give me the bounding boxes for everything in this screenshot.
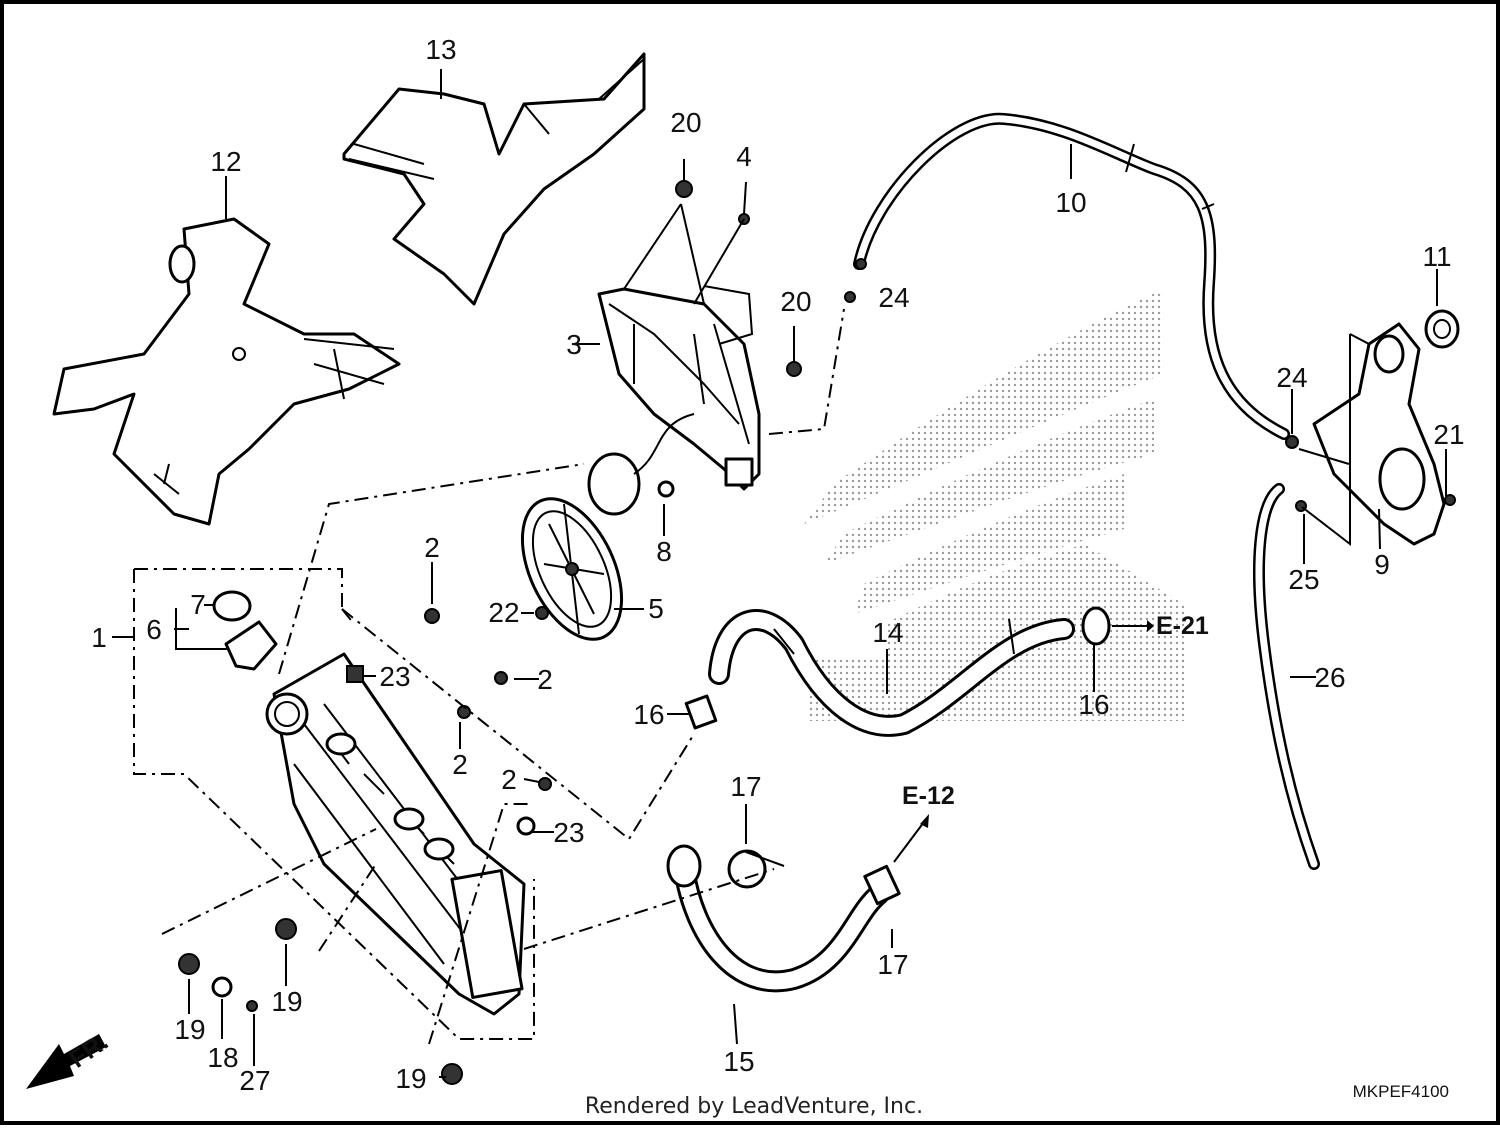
callout-21: 21 (1433, 419, 1464, 450)
leader-lines (112, 69, 1447, 1078)
clamp-17b (863, 864, 901, 906)
fasteners (178, 180, 1456, 1085)
part-1-radiator (265, 652, 526, 1016)
clamps (684, 606, 1111, 906)
diagram-canvas: 13 12 20 4 10 20 24 3 11 24 21 8 9 25 2 … (26, 34, 1465, 1101)
callout-2-lower: 2 (452, 749, 468, 780)
callout-2-top: 2 (424, 532, 440, 563)
callout-25: 25 (1288, 564, 1319, 595)
callout-9: 9 (1374, 549, 1390, 580)
callout-6: 6 (146, 614, 162, 645)
callout-17-right: 17 (877, 949, 908, 980)
callout-18: 18 (207, 1042, 238, 1073)
clamp-16b (1081, 606, 1111, 646)
callout-11: 11 (1422, 241, 1451, 272)
clamp-16a (684, 694, 718, 730)
reference-e12: E-12 (902, 782, 955, 810)
callout-13: 13 (425, 34, 456, 65)
diagram-code: MKPEF4100 (1353, 1082, 1449, 1101)
callout-24-left: 24 (878, 282, 909, 313)
reference-e21: E-21 (1156, 612, 1209, 640)
part-12-shroud (52, 217, 401, 526)
callout-4: 4 (736, 141, 752, 172)
clamp-17a (727, 849, 767, 889)
part-9-reserve-tank (1312, 322, 1446, 546)
callout-2-mid: 2 (537, 664, 553, 695)
part-5-fan (520, 497, 624, 641)
callout-19-mid: 19 (271, 986, 302, 1017)
callout-2-right: 2 (501, 764, 517, 795)
hose-26 (1253, 483, 1320, 870)
callout-23-lower: 23 (553, 817, 584, 848)
callout-16-right: 16 (1078, 689, 1109, 720)
callout-19-bottom: 19 (395, 1063, 426, 1094)
callout-24-right: 24 (1276, 362, 1307, 393)
callout-labels: 13 12 20 4 10 20 24 3 11 24 21 8 9 25 2 … (91, 34, 1464, 1096)
hose-14 (708, 609, 1075, 737)
callout-16-left: 16 (633, 699, 664, 730)
callout-20-lower: 20 (780, 286, 811, 317)
callout-1: 1 (91, 622, 107, 653)
callout-17-top: 17 (730, 771, 761, 802)
callout-10: 10 (1055, 187, 1086, 218)
rendered-by-credit: Rendered by LeadVenture, Inc. (584, 1094, 924, 1119)
callout-19-left: 19 (174, 1014, 205, 1045)
callout-7: 7 (190, 589, 206, 620)
hose-10 (853, 112, 1290, 440)
callout-8: 8 (656, 536, 672, 567)
callout-26: 26 (1314, 662, 1345, 693)
front-arrow-icon (26, 1034, 106, 1089)
part-11-reserve-cap (1424, 309, 1460, 349)
callout-5: 5 (648, 593, 664, 624)
hose-15 (666, 844, 890, 993)
part-6-7-cap (212, 590, 278, 671)
callout-27: 27 (239, 1065, 270, 1096)
callout-14: 14 (872, 617, 903, 648)
callout-22: 22 (488, 597, 519, 628)
part-8-fan-motor (587, 413, 695, 516)
callout-15: 15 (723, 1046, 754, 1077)
front-label: FR. (64, 1028, 113, 1074)
callout-23-upper: 23 (379, 661, 410, 692)
callout-3: 3 (566, 329, 582, 360)
callout-20-upper: 20 (670, 107, 701, 138)
callout-12: 12 (210, 146, 241, 177)
part-13-shroud (342, 52, 646, 306)
part-3-fan-shroud (597, 287, 761, 491)
